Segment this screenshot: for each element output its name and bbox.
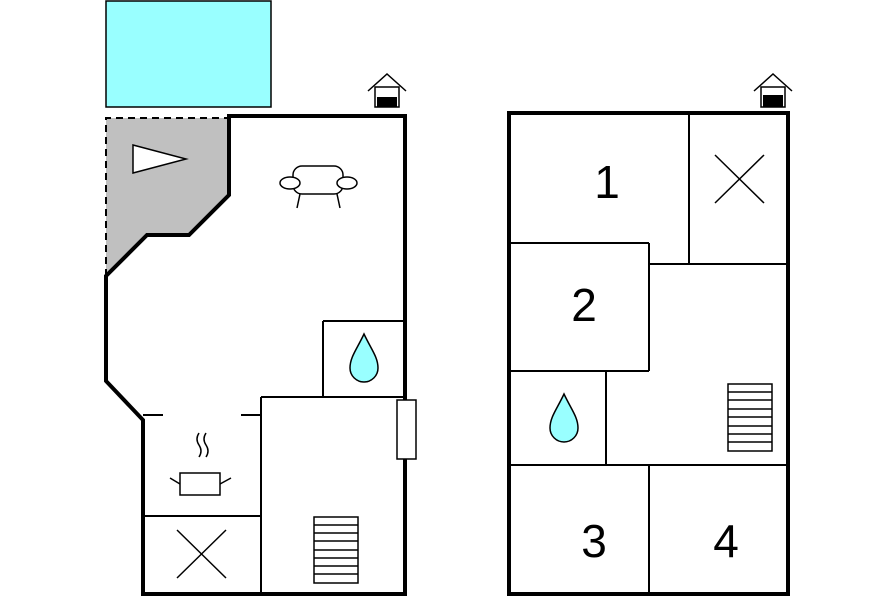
upper-floor-plan: 1 2 3 4 <box>507 72 793 596</box>
ground-floor-plan <box>104 0 417 596</box>
room-label-4: 4 <box>713 515 739 567</box>
pool <box>105 0 272 108</box>
cross-icon <box>714 154 765 204</box>
terrace <box>106 118 229 276</box>
stairs-icon <box>313 516 359 584</box>
stairs-icon <box>727 383 773 452</box>
room-label-1: 1 <box>594 156 620 208</box>
room-label-3: 3 <box>581 515 607 567</box>
cross-icon <box>176 529 227 579</box>
entrance-icon <box>367 72 407 108</box>
ground-floor-outer-wall <box>104 114 407 596</box>
triangle-marker-icon <box>132 144 189 174</box>
sofa-icon <box>279 165 358 209</box>
entrance-icon <box>753 72 793 108</box>
stove-pot-icon <box>169 432 232 496</box>
room-label-2: 2 <box>571 279 597 331</box>
window <box>396 399 417 460</box>
water-drop-icon <box>349 332 379 383</box>
water-drop-icon <box>549 392 579 443</box>
terrace-dashed-edge <box>105 117 229 276</box>
